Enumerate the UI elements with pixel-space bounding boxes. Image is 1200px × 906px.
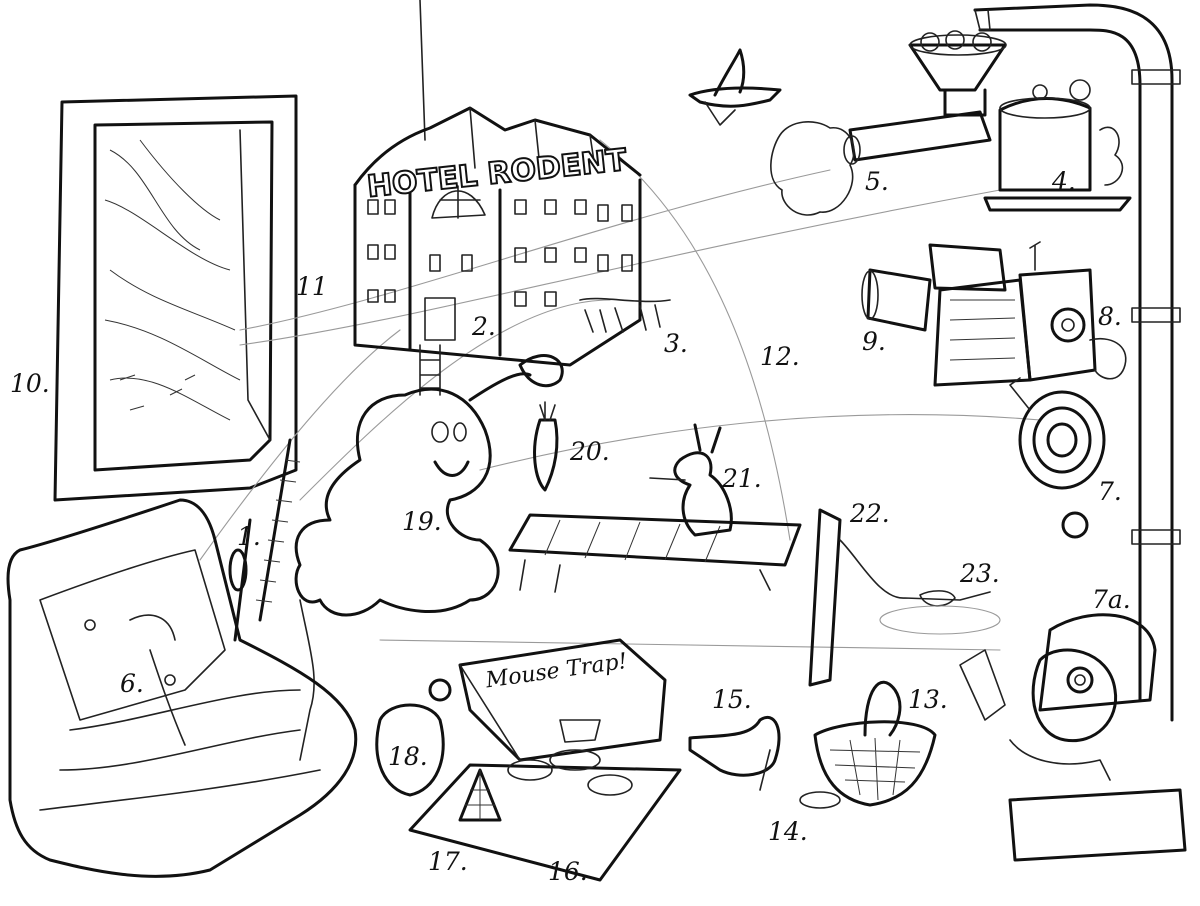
- armchair: [6, 498, 358, 878]
- elephant: [294, 354, 564, 761]
- label-5: 5.: [865, 167, 889, 196]
- camera-gun-machine: [861, 241, 1127, 387]
- label-20: 20.: [569, 437, 610, 466]
- mouse-trap-box: [458, 638, 667, 762]
- label-13: 13.: [908, 685, 948, 714]
- arc-line-7: [479, 414, 1041, 471]
- pointing-hand: [688, 716, 841, 809]
- carrots: [533, 401, 559, 492]
- floor-line: [379, 639, 1001, 651]
- fly-line-11b: [239, 189, 1001, 346]
- label-4: 4.: [1051, 167, 1076, 196]
- hopper-machine: [770, 30, 1132, 216]
- trap-floor-platform: [408, 719, 682, 882]
- pony-character: [959, 613, 1187, 862]
- window-frame: [53, 94, 298, 502]
- mouse-trap-label: Mouse Trap!: [483, 649, 629, 694]
- label-18: 18.: [388, 742, 428, 771]
- label-1: 1.: [237, 522, 261, 551]
- drain-pipe: [973, 3, 1181, 722]
- label-11: 11: [296, 272, 328, 301]
- staircase-ramp: [228, 438, 301, 642]
- fly-line-1: [199, 329, 401, 561]
- hotel-rodent-building: [353, 106, 671, 396]
- label-17: 17.: [428, 847, 468, 876]
- label-23: 23.: [959, 559, 1000, 588]
- basket: [813, 680, 937, 807]
- label-15: 15.: [712, 685, 752, 714]
- label-22: 22.: [849, 499, 890, 528]
- label-21: 21.: [721, 464, 762, 493]
- label-6: 6.: [120, 669, 144, 698]
- label-9: 9.: [862, 327, 886, 356]
- label-8: 8.: [1098, 302, 1122, 331]
- label-14: 14.: [768, 817, 808, 846]
- label-19: 19.: [402, 507, 442, 536]
- label-7a: 7a.: [1092, 585, 1131, 614]
- label-2: 2.: [471, 312, 496, 341]
- fly-line-11a: [239, 169, 831, 331]
- label-3: 3.: [664, 329, 688, 358]
- label-16: 16.: [548, 857, 588, 886]
- hotel-sign: HOTEL RODENT: [365, 143, 628, 205]
- target-wheel: [1009, 377, 1106, 539]
- bird-cage: [458, 768, 502, 822]
- spin-blur-23: [879, 605, 1001, 635]
- hotel-windows: [367, 199, 633, 341]
- fly-line-3: [299, 299, 611, 501]
- label-12: 12.: [760, 342, 800, 371]
- label-7: 7.: [1098, 477, 1122, 506]
- rabbit: [649, 423, 733, 537]
- catapult-table: [508, 513, 802, 593]
- wall-corner-line: [419, 0, 426, 141]
- bird: [688, 48, 782, 126]
- swing-arm-22: [808, 508, 991, 687]
- jar: [375, 678, 452, 797]
- label-10: 10.: [10, 369, 50, 398]
